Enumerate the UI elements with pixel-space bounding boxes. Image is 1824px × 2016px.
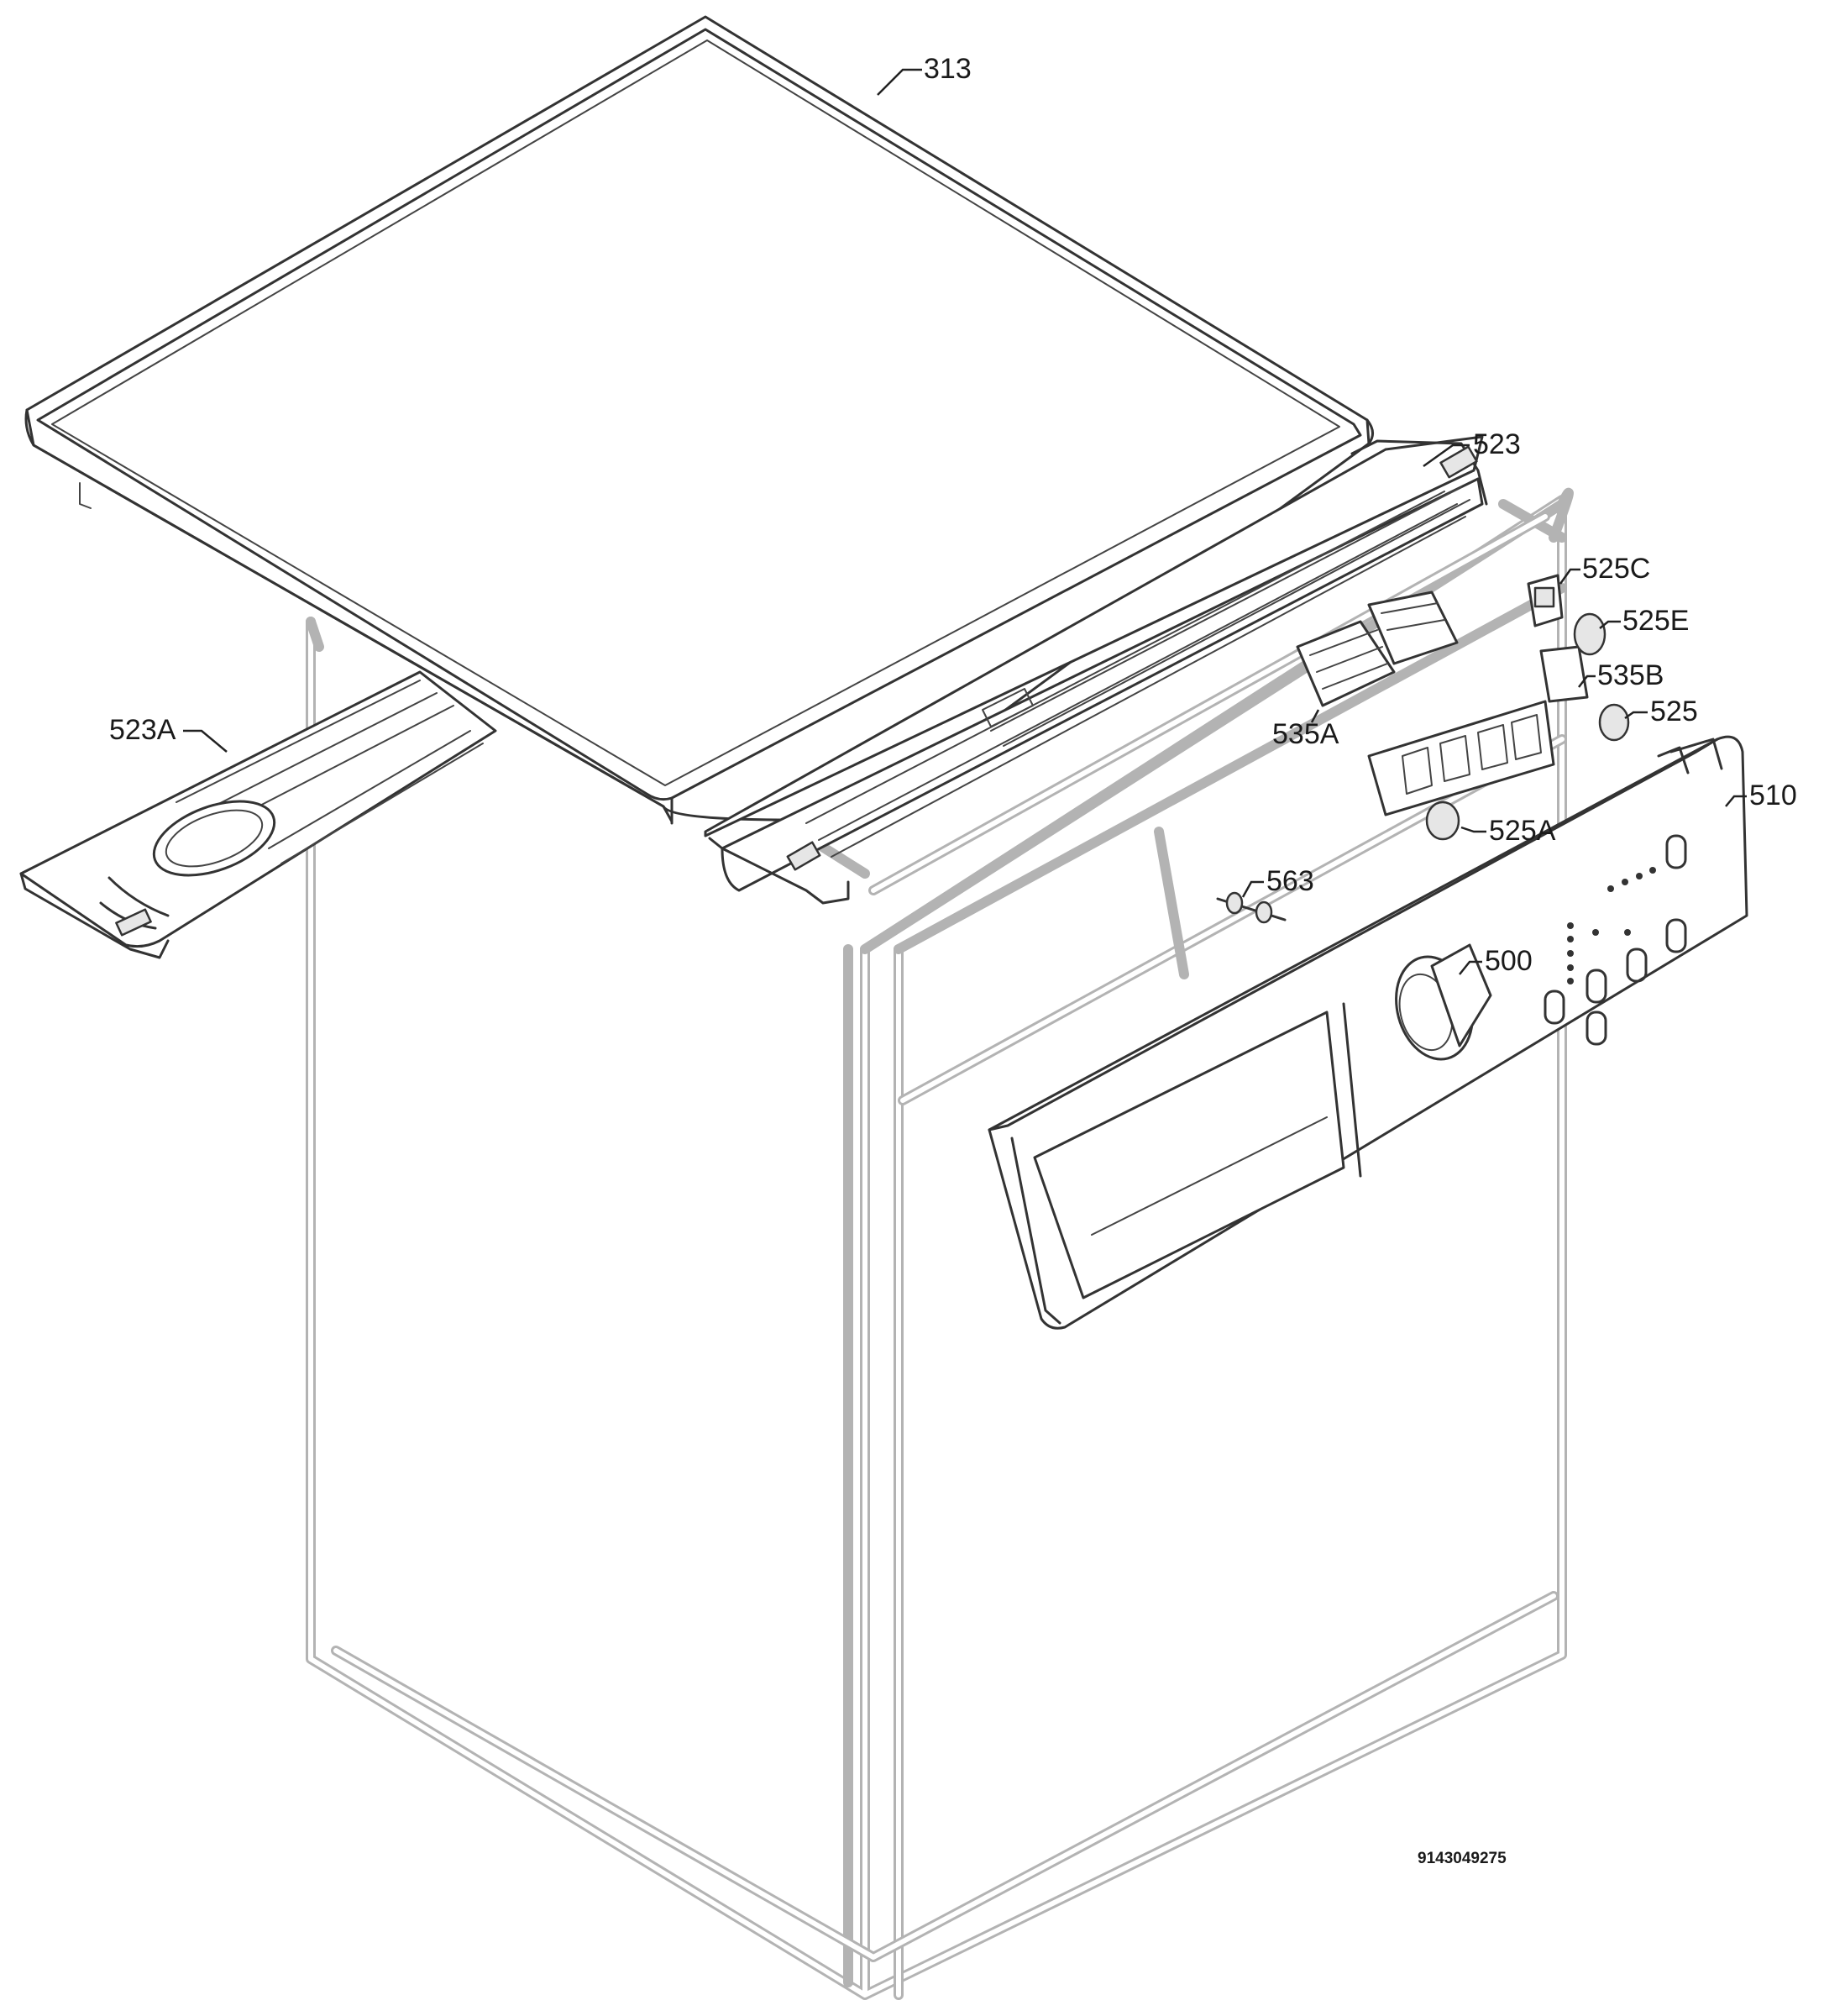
callout-525e: 525E [1622, 605, 1689, 637]
callout-523a: 523A [109, 714, 176, 746]
right-top-rail [704, 435, 1488, 905]
control-panel-fascia [988, 735, 1748, 1330]
leader-lines [183, 68, 1747, 975]
callout-525a: 525A [1489, 815, 1556, 847]
left-top-rail [19, 670, 497, 959]
callout-labels: 313 523 523A 525C 525E 535B 525 535A 510… [109, 53, 1797, 1867]
callout-510: 510 [1749, 780, 1797, 811]
panel-buttons [1544, 834, 1687, 1046]
callout-313: 313 [924, 53, 972, 85]
callout-525: 525 [1650, 696, 1698, 727]
callout-523: 523 [1473, 428, 1521, 460]
top-lid [24, 15, 1374, 825]
cabinet-body-outline [306, 487, 1574, 2000]
callout-525c: 525C [1582, 553, 1650, 585]
panel-indicator-dots [1567, 867, 1656, 984]
control-electronics [1216, 574, 1630, 924]
document-number: 9143049275 [1418, 1850, 1507, 1867]
callout-563: 563 [1266, 865, 1314, 897]
callout-535a: 535A [1272, 718, 1339, 750]
callout-535b: 535B [1597, 659, 1664, 691]
callout-500: 500 [1485, 945, 1533, 977]
program-knob [1395, 943, 1492, 1061]
